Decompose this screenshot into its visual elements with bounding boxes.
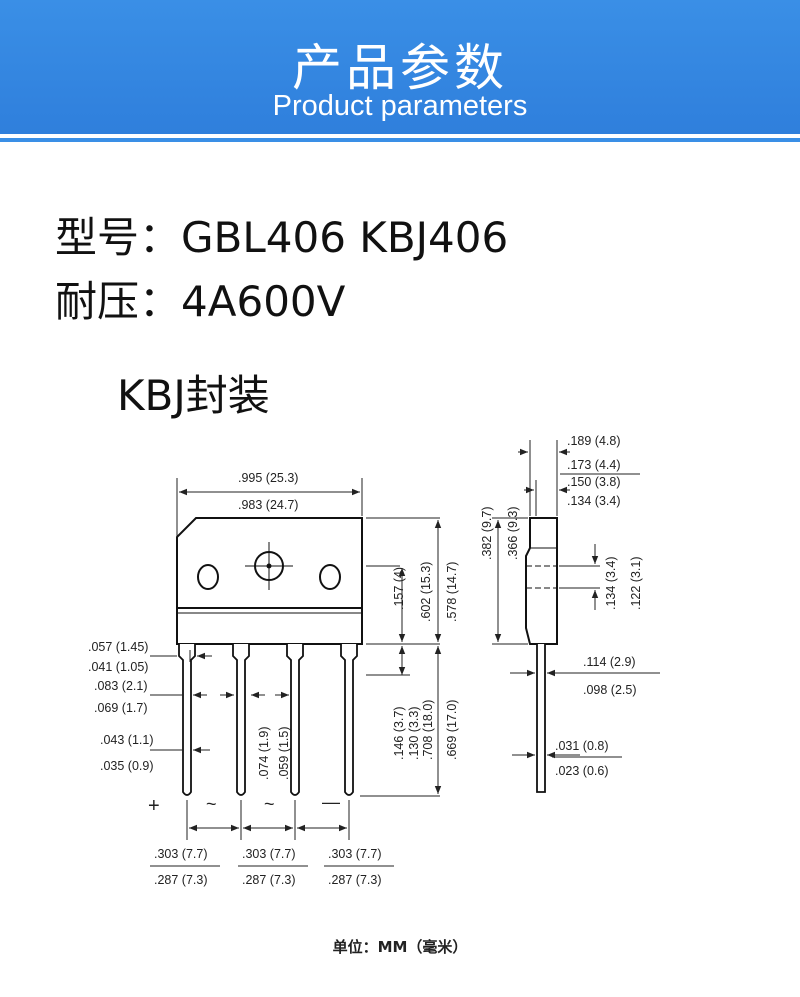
package-label: KBJ封装 (117, 371, 270, 420)
dim-pitch2-min: .287 (7.3) (242, 873, 296, 887)
header-underline (0, 138, 800, 142)
pin-plus (178, 644, 196, 796)
pin-ac2 (286, 644, 304, 796)
dim-lead-t-min: .023 (0.6) (555, 764, 609, 778)
left-hole (197, 564, 219, 590)
dim-pitch3-min: .287 (7.3) (328, 873, 382, 887)
pin-ac1-label: ~ (206, 794, 217, 814)
dim-body-h-min: .578 (14.7) (445, 562, 459, 622)
dim-gap-min: .069 (1.7) (94, 701, 148, 715)
dim-pin-len-max: .708 (18.0) (421, 700, 435, 760)
dim-pin-len-min: .669 (17.0) (445, 700, 459, 760)
rating-spec: 耐压：4A600V (55, 268, 345, 329)
pin-ac1 (232, 644, 250, 796)
dim-lead-off-max: .114 (2.9) (583, 655, 636, 669)
dim-mid-gap-min: .059 (1.5) (277, 726, 291, 780)
model-value: GBL406 KBJ406 (181, 213, 509, 262)
dim-lead-w-min: .035 (0.9) (100, 759, 154, 773)
dim-step-min: .134 (3.4) (567, 494, 621, 508)
unit-note: 单位：MM（毫米） (332, 938, 468, 956)
dim-pitch2-max: .303 (7.7) (242, 847, 296, 861)
dim-pitch1-max: .303 (7.7) (154, 847, 208, 861)
center-dot (266, 563, 272, 569)
page-subtitle: Product parameters (272, 90, 528, 122)
header-banner (0, 0, 800, 134)
dim-pitch3-max: .303 (7.7) (328, 847, 382, 861)
dim-notch-max: .134 (3.4) (604, 556, 618, 610)
pin-minus (340, 644, 358, 796)
side-body (525, 517, 558, 645)
dim-pitch1-min: .287 (7.3) (154, 873, 208, 887)
dim-shoulder-max: .146 (3.7) (392, 706, 406, 760)
right-hole (319, 564, 341, 590)
rating-label: 耐压： (55, 277, 182, 326)
dim-hole-to-top: .157 (4) (392, 567, 406, 610)
dim-body-h-max: .602 (15.3) (419, 562, 433, 622)
rating-value: 4A600V (181, 277, 346, 326)
dim-width-max: .995 (25.3) (238, 471, 298, 485)
dim-shoulder-min: .130 (3.3) (407, 706, 421, 760)
dim-thick-min: .173 (4.4) (567, 458, 621, 472)
front-view: .995 (25.3) .983 (24.7) .157 (4) .602 (1… (88, 471, 459, 887)
dim-lead-w-max: .043 (1.1) (100, 733, 154, 747)
dim-side-h-min: .366 (9.3) (506, 506, 520, 560)
pin-minus-label: — (322, 792, 340, 812)
page-title: 产品参数 (292, 39, 508, 97)
dim-lead-off-min: .098 (2.5) (583, 683, 637, 697)
dim-tab-w-min: .041 (1.05) (88, 660, 148, 674)
dim-width-min: .983 (24.7) (238, 498, 298, 512)
dim-lead-t-max: .031 (0.8) (555, 739, 609, 753)
dim-mid-gap-max: .074 (1.9) (257, 726, 271, 780)
pin-plus-label: + (148, 795, 160, 817)
dim-gap-max: .083 (2.1) (94, 679, 148, 693)
side-view: .189 (4.8) .173 (4.4) .150 (3.8) .134 (3… (480, 434, 660, 793)
dim-step-max: .150 (3.8) (567, 475, 621, 489)
pin-ac2-label: ~ (264, 794, 275, 814)
side-lead (536, 644, 546, 793)
dim-side-h-max: .382 (9.7) (480, 506, 494, 560)
dim-notch-min: .122 (3.1) (629, 556, 643, 610)
model-spec: 型号：GBL406 KBJ406 (55, 204, 508, 265)
model-label: 型号： (55, 213, 182, 262)
dim-thick-max: .189 (4.8) (567, 434, 621, 448)
dim-tab-w-max: .057 (1.45) (88, 640, 148, 654)
